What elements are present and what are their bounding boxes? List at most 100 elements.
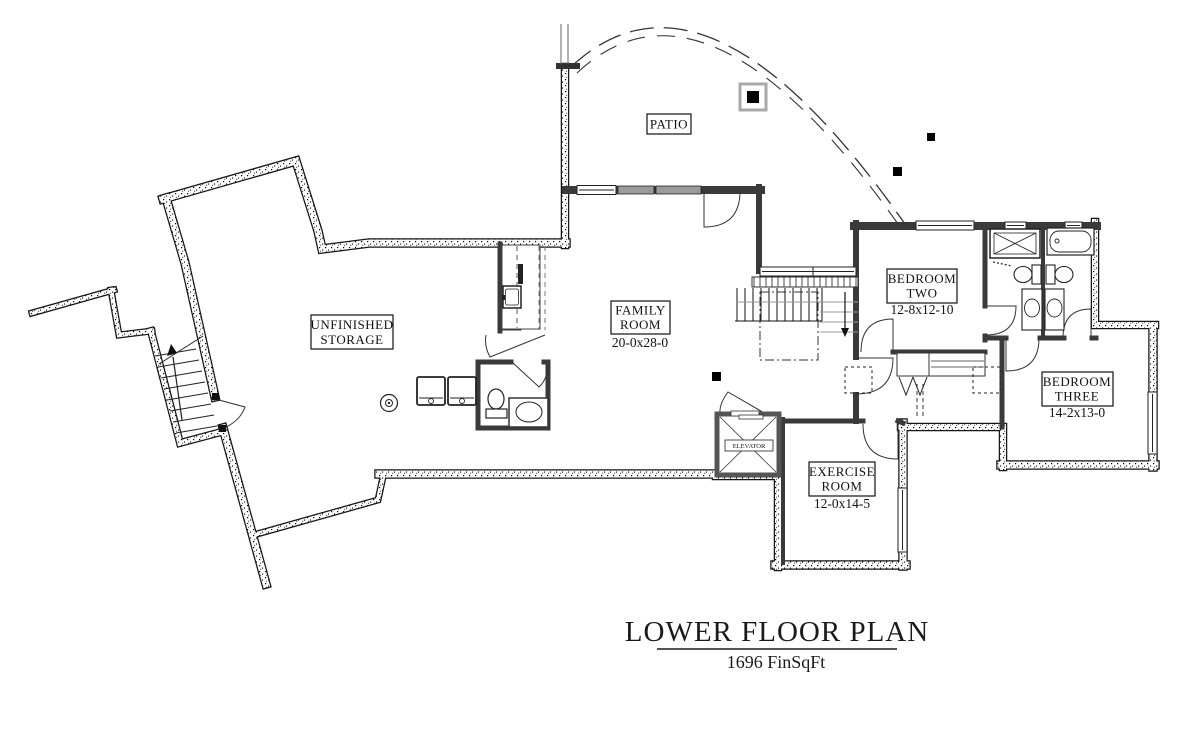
bedroom2-closet [896,352,986,397]
elevator-door [738,414,764,420]
bathroom-fixtures [989,227,1095,331]
stair-break-line [158,335,204,365]
floor-drain [379,393,399,413]
bathtub [1046,227,1095,256]
sink [1024,298,1040,318]
patio-posts [712,82,935,381]
hall-beam-dashed [916,384,924,418]
patio-arc-inner [576,35,899,225]
wall-fill [1092,219,1158,328]
post [747,91,759,103]
exercise-label-line1: EXERCISE [809,464,875,479]
wall-segment [711,471,783,572]
storage-hall-door [485,334,546,358]
exercise-label-line2: ROOM [821,479,862,494]
family-patio-door [703,190,741,228]
sink [515,401,543,423]
wall-fill [218,423,271,589]
post [893,167,902,176]
plan-subtitle: 1696 FinSqFt [727,652,826,672]
wall-fill [29,287,117,316]
wall-fill [108,287,155,338]
patio-arc-outer [571,27,906,225]
bedroom2-door [860,318,894,353]
vanity [1021,288,1043,331]
sink [1046,298,1063,318]
doors [218,190,1092,460]
bath2-door [1062,308,1092,339]
hallway-door [855,357,894,395]
bedroom2-dimensions: 12-8x12-10 [891,302,954,317]
exercise-door [862,423,899,460]
stair-lower-treads [737,301,858,333]
door-jamb [219,425,226,432]
faucet [502,295,505,300]
exercise-north-stub [894,417,907,427]
toilet [1045,264,1074,285]
landing-window [759,266,857,277]
bath1-door [985,305,1017,336]
elevator: ELEVATOR [714,410,782,478]
storage-label-line1: UNFINISHED [311,317,394,332]
exterior-stair-door [218,399,246,429]
bedroom3-dimensions: 14-2x13-0 [1049,405,1105,420]
bedroom2-label-line2: TWO [906,286,937,301]
room-label-exercise: EXERCISE ROOM 12-0x14-5 [808,461,876,511]
patio-wall-upper-lines [560,24,569,64]
family-room-window [576,185,617,195]
door-jamb [212,393,219,400]
patio-door-panel [655,185,702,195]
bath1-window [1004,221,1027,230]
toilet-tank [1045,264,1056,285]
bedroom2-window [915,220,975,231]
room-label-storage: UNFINISHED STORAGE [310,314,394,350]
powder-room-walls [475,359,551,431]
wall-segment [1090,217,1160,330]
overhang-dash [538,246,546,330]
bedroom3-label-line2: THREE [1055,389,1099,404]
patio-label: PATIO [650,117,688,132]
stair-arrow-head [841,328,849,337]
interior-stairs [735,288,924,418]
toilet-bowl [487,388,505,410]
bifold-doors [898,376,928,397]
exterior-wall-stipple [29,64,1159,589]
family-dimensions: 20-0x28-0 [612,335,668,350]
patio-door-panel [617,185,655,195]
wall-fill [254,474,386,537]
powder-room-fixtures [485,388,549,428]
wall-segment [157,155,571,255]
elevator-label: ELEVATOR [733,443,766,450]
wall-fill [713,473,781,570]
bedroom3-label-line1: BEDROOM [1043,374,1112,389]
toilet-tank [1031,264,1042,285]
deck-stair-band [751,276,859,288]
patio-arc [571,27,906,225]
storage-label-line2: STORAGE [320,332,383,347]
post [927,133,935,141]
laundry-sink-basin [505,288,519,306]
exercise-window [897,487,908,553]
wall-fill [898,424,1006,470]
vanity [1044,288,1065,331]
family-label-line2: ROOM [620,317,661,332]
bedroom3-window [1147,391,1158,455]
stair-up-arrow [172,356,183,421]
wall-fill [161,193,220,402]
powder-door [512,362,549,388]
wall-segment [896,422,1008,472]
wall-fill [158,156,570,253]
patio-wall-cap [556,63,580,69]
room-label-family: FAMILY ROOM 20-0x28-0 [610,300,671,350]
bedroom2-label-line1: BEDROOM [888,271,957,286]
shower [989,228,1041,267]
toilet-tank [485,408,508,419]
exterior-stairs [154,335,218,434]
footing-outlines [844,366,1001,394]
room-label-bedroom2: BEDROOM TWO 12-8x12-10 [886,268,958,317]
plan-title: LOWER FLOOR PLAN [625,616,929,648]
room-labels: PATIO UNFINISHED STORAGE FAMILY ROOM 20-… [310,113,1114,511]
column-post [712,372,721,381]
